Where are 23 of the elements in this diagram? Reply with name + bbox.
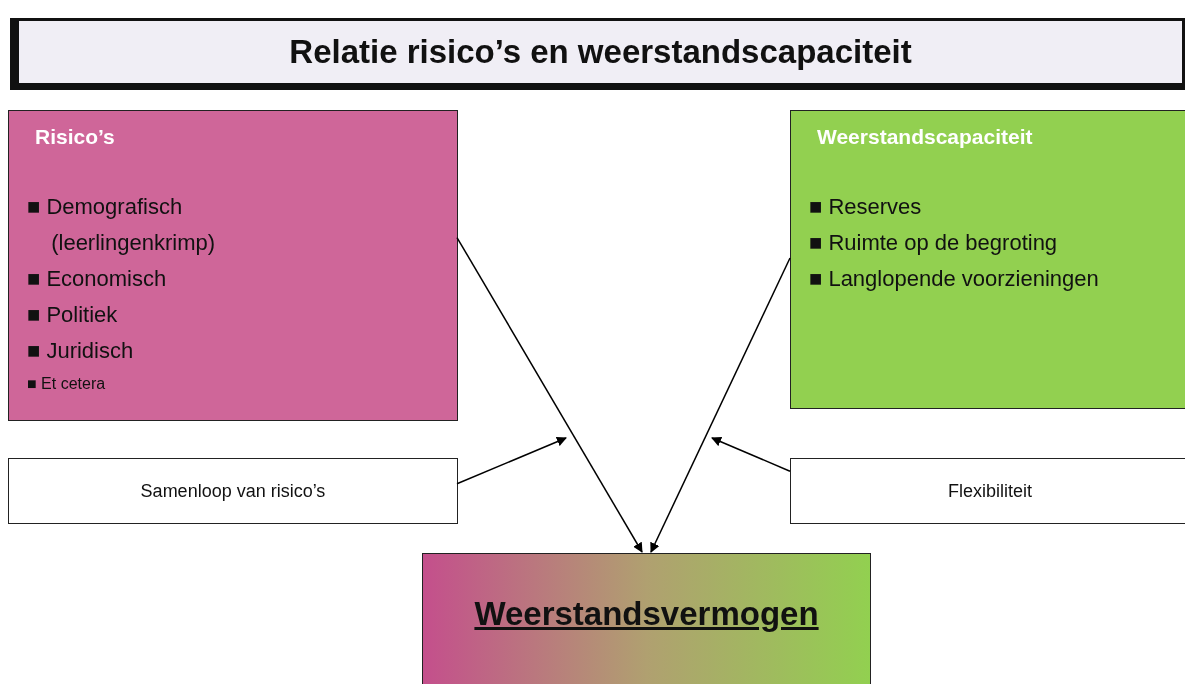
arrow — [456, 236, 643, 553]
factor-box — [8, 458, 458, 524]
list-item: ■ Juridisch — [27, 337, 135, 365]
box-heading: Weerstandscapaciteit — [817, 125, 1034, 149]
title: Relatie risico’s en weerstandscapaciteit — [289, 33, 912, 71]
list-item: ■ Demografisch (leerlingenkrimp) — [27, 193, 217, 257]
list-item: ■ Langlopende voorzieningen — [809, 265, 1100, 293]
arrow — [711, 436, 791, 472]
list-item: ■ Reserves — [809, 193, 923, 221]
arrow — [650, 257, 791, 553]
factor-box — [790, 458, 1185, 524]
risk-box — [8, 110, 458, 421]
list-item: ■ Economisch — [27, 265, 168, 293]
list-item: ■ Ruimte op de begroting — [809, 229, 1059, 257]
box-label: Flexibiliteit — [948, 480, 1032, 502]
arrow — [456, 436, 567, 485]
list-item: ■ Et cetera — [27, 374, 107, 394]
result-box — [422, 553, 871, 684]
list-item: ■ Politiek — [27, 301, 119, 329]
result-label: Weerstandsvermogen — [474, 595, 819, 633]
capacity-box — [790, 110, 1185, 409]
box-label: Samenloop van risico’s — [140, 480, 326, 502]
box-heading: Risico’s — [35, 125, 116, 149]
